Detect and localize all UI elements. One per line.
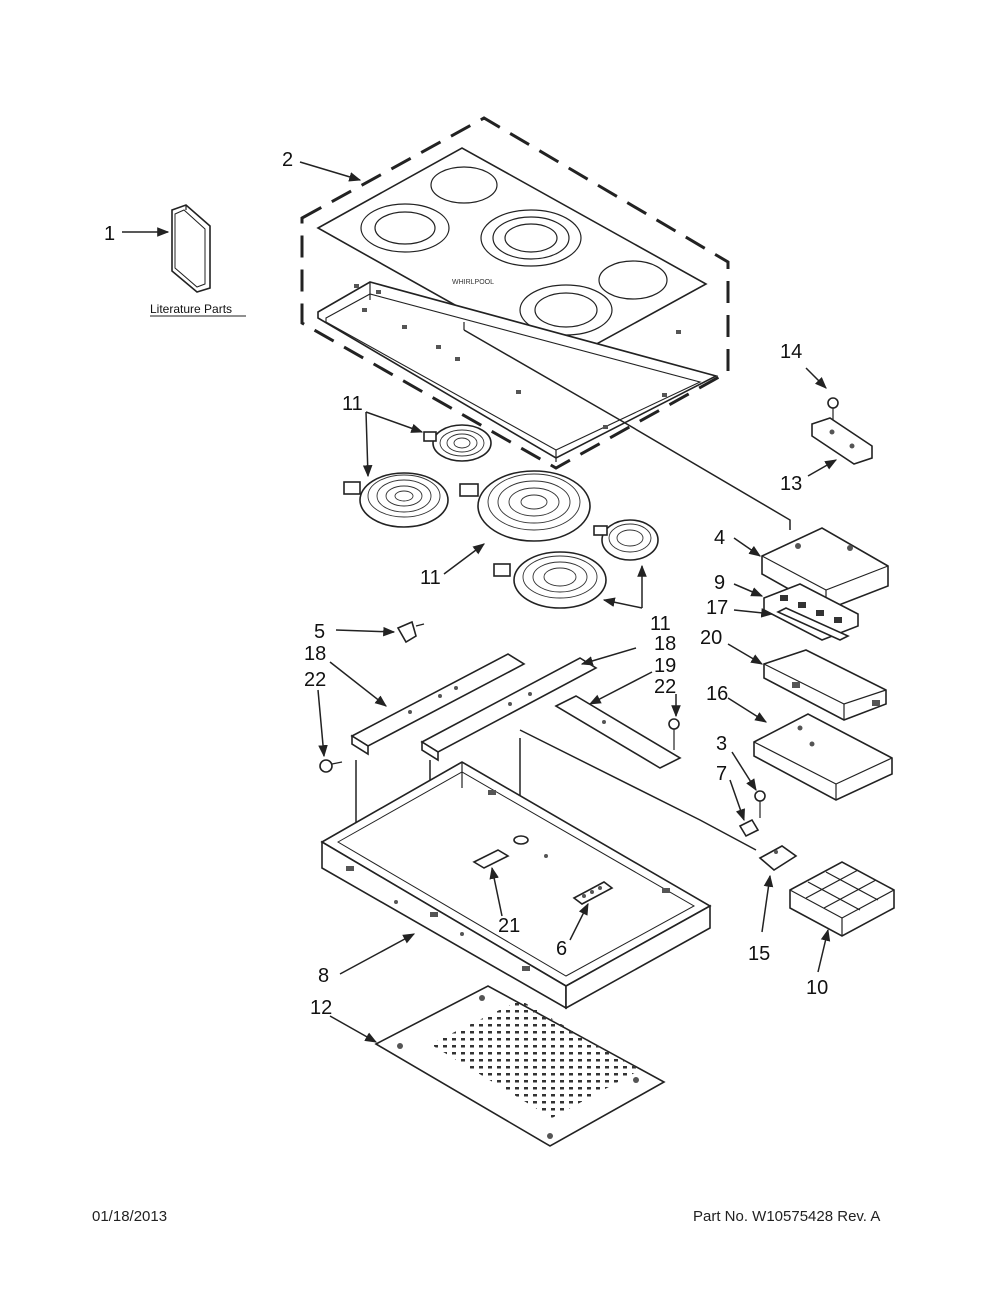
svg-text:WHIRLPOOL: WHIRLPOOL bbox=[452, 279, 494, 286]
clip-5 bbox=[396, 620, 425, 644]
support-rail-left bbox=[350, 653, 526, 756]
radiant-element-small-right bbox=[593, 519, 659, 561]
strip-17 bbox=[776, 607, 850, 641]
callout-18: 18 bbox=[304, 643, 326, 665]
part-7 bbox=[738, 818, 760, 838]
callout-22: 22 bbox=[304, 669, 326, 691]
callout-11: 11 bbox=[650, 613, 671, 635]
radiant-element-center-large bbox=[459, 470, 591, 542]
callout-labels: 1 2 11 11 11 14 13 4 9 17 20 5 18 22 18 … bbox=[104, 149, 828, 1019]
footer-part-number: Part No. W10575428 Rev. A bbox=[693, 1208, 881, 1225]
part-21 bbox=[472, 849, 510, 869]
callout-22: 22 bbox=[654, 676, 676, 698]
callout-2: 2 bbox=[282, 149, 293, 171]
callout-20: 20 bbox=[700, 627, 722, 649]
callout-9: 9 bbox=[714, 572, 725, 594]
callout-19: 19 bbox=[654, 655, 676, 677]
callout-11: 11 bbox=[420, 567, 441, 589]
cooktop-assembly: WHIRLPOOL bbox=[300, 116, 791, 530]
screw-22-right bbox=[668, 718, 680, 750]
callout-6: 6 bbox=[556, 938, 567, 960]
callout-1: 1 bbox=[104, 223, 115, 245]
leader-lines bbox=[122, 161, 838, 1043]
screw-22-left bbox=[319, 759, 343, 773]
vent-panel-12 bbox=[374, 985, 666, 1147]
screw-14 bbox=[827, 397, 839, 424]
support-rail-center bbox=[420, 657, 598, 762]
radiant-element-front-right bbox=[493, 551, 607, 609]
callout-16: 16 bbox=[706, 683, 728, 705]
literature-parts-label: Literature Parts bbox=[150, 302, 232, 316]
screw-3 bbox=[754, 790, 766, 818]
terminal-block-6 bbox=[572, 881, 614, 905]
callout-21: 21 bbox=[498, 915, 520, 937]
callout-17: 17 bbox=[706, 597, 728, 619]
terminal-block-10 bbox=[789, 861, 895, 937]
callout-15: 15 bbox=[748, 943, 770, 965]
rail-19 bbox=[554, 695, 682, 769]
callout-12: 12 bbox=[310, 997, 332, 1019]
callout-3: 3 bbox=[716, 733, 727, 755]
bracket-15 bbox=[758, 845, 798, 871]
radiant-element-left bbox=[343, 472, 449, 528]
callout-10: 10 bbox=[806, 977, 828, 999]
callout-11: 11 bbox=[342, 393, 363, 415]
callout-14: 14 bbox=[780, 341, 802, 363]
bracket-20 bbox=[763, 649, 887, 721]
shield-16 bbox=[753, 713, 893, 801]
callout-13: 13 bbox=[780, 473, 802, 495]
callout-7: 7 bbox=[716, 763, 727, 785]
callout-5: 5 bbox=[314, 621, 325, 643]
footer-date: 01/18/2013 bbox=[92, 1208, 168, 1225]
callout-4: 4 bbox=[714, 527, 725, 549]
bracket-13 bbox=[811, 417, 873, 465]
radiant-element-small-rear bbox=[423, 424, 492, 462]
callout-18: 18 bbox=[654, 633, 676, 655]
callout-8: 8 bbox=[318, 965, 329, 987]
literature-booklet bbox=[171, 204, 211, 293]
burner-box-8 bbox=[320, 761, 712, 1010]
